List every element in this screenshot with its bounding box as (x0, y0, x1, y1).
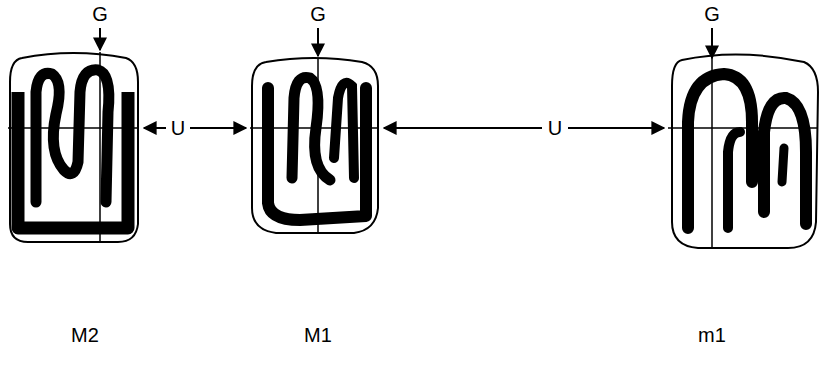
tooth-name: m1 (698, 324, 726, 346)
u-arrow (384, 127, 542, 129)
u-arrow (144, 127, 166, 129)
u-label: U (546, 117, 564, 139)
g-arrow (711, 28, 713, 58)
molar-m1 (250, 58, 378, 233)
tooth-name: M2 (71, 324, 99, 346)
molar-m2 (8, 52, 138, 242)
u-arrow (190, 127, 246, 129)
g-arrow (99, 28, 101, 50)
u-arrow (568, 127, 664, 129)
g-arrow (317, 28, 319, 56)
tooth-name: M1 (304, 324, 332, 346)
g-label: G (310, 3, 326, 25)
u-label: U (169, 117, 187, 139)
g-label: G (704, 3, 720, 25)
g-label: G (92, 3, 108, 25)
molar-m1-deciduous (668, 52, 818, 248)
